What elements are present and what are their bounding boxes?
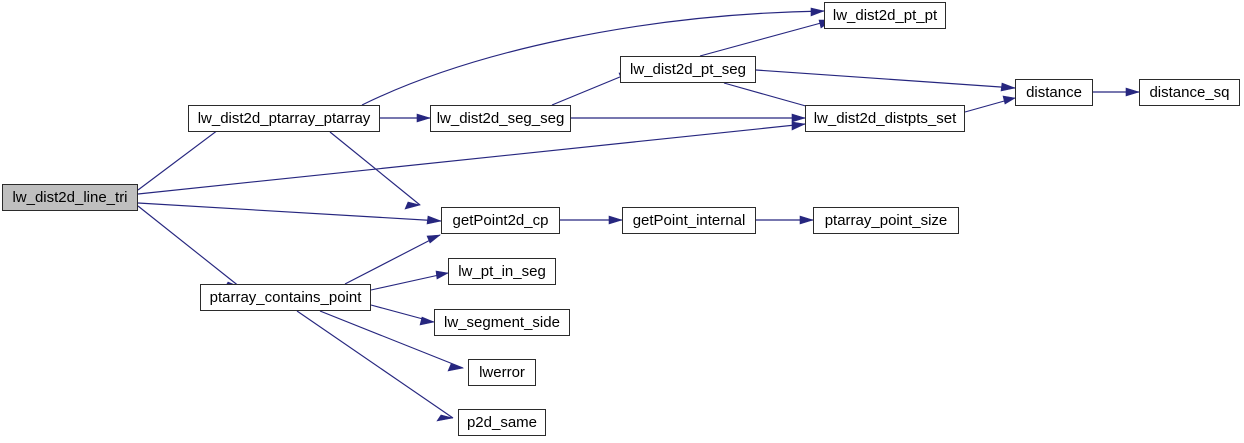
edge-arrow-icon <box>419 316 436 326</box>
graph-edge <box>571 113 807 123</box>
edge-arrow-icon <box>447 363 465 372</box>
graph-edge <box>361 7 826 106</box>
edge-line <box>296 310 454 419</box>
graph-node-label: distance <box>1026 84 1082 101</box>
graph-node-label: lwerror <box>479 364 525 381</box>
graph-node-label: getPoint_internal <box>632 212 746 229</box>
graph-node-label: lw_dist2d_line_tri <box>12 189 128 206</box>
edge-line <box>723 82 821 111</box>
graph-edge <box>964 95 1016 113</box>
graph-node-lw_dist2d_distpts_set[interactable]: lw_dist2d_distpts_set <box>805 105 965 132</box>
graph-node-lw_segment_side[interactable]: lw_segment_side <box>434 309 570 336</box>
graph-node-distance_sq[interactable]: distance_sq <box>1139 79 1240 106</box>
graph-node-ptarray_contains_point[interactable]: ptarray_contains_point <box>200 284 371 311</box>
edge-arrow-icon <box>1002 95 1016 105</box>
edge-arrow-icon <box>608 215 624 225</box>
edge-arrow-icon <box>404 201 422 210</box>
graph-node-label: lw_pt_in_seg <box>458 263 546 280</box>
edge-arrow-icon <box>436 414 454 422</box>
edge-arrow-icon <box>791 113 807 123</box>
edge-line <box>361 10 825 106</box>
edge-line <box>755 69 1016 89</box>
graph-edge <box>137 121 807 195</box>
graph-node-lw_pt_in_seg[interactable]: lw_pt_in_seg <box>448 258 556 285</box>
graph-node-p2d_same[interactable]: p2d_same <box>458 409 546 436</box>
edge-line <box>137 123 806 195</box>
graph-node-label: lw_dist2d_pt_pt <box>832 7 938 24</box>
graph-edge <box>560 215 624 225</box>
graph-edge <box>380 113 432 123</box>
graph-node-getPoint2d_cp[interactable]: getPoint2d_cp <box>441 207 560 234</box>
graph-edge <box>296 310 454 422</box>
graph-node-distance[interactable]: distance <box>1015 79 1093 106</box>
graph-node-lwerror[interactable]: lwerror <box>468 359 536 386</box>
graph-node-label: ptarray_point_size <box>824 212 948 229</box>
graph-node-lw_dist2d_ptarray_ptarray[interactable]: lw_dist2d_ptarray_ptarray <box>188 105 380 132</box>
graph-edge <box>755 69 1017 92</box>
edge-arrow-icon <box>799 215 815 225</box>
edge-arrow-icon <box>810 7 826 17</box>
edge-arrow-icon <box>426 215 443 225</box>
edge-line <box>329 131 421 206</box>
edge-arrow-icon <box>426 234 441 244</box>
edge-arrow-icon <box>1125 87 1141 97</box>
graph-node-label: distance_sq <box>1149 84 1230 101</box>
edge-line <box>319 310 464 369</box>
edge-line <box>137 205 241 288</box>
graph-edge <box>137 205 242 290</box>
graph-edge <box>137 202 443 225</box>
graph-edge <box>370 270 449 291</box>
graph-edge <box>756 215 815 225</box>
graph-node-lw_dist2d_line_tri[interactable]: lw_dist2d_line_tri <box>2 184 138 211</box>
graph-edge <box>1093 87 1141 97</box>
graph-edge <box>319 310 465 372</box>
edge-arrow-icon <box>416 113 432 123</box>
graph-edge <box>344 234 441 285</box>
edge-line <box>344 234 441 285</box>
graph-node-getPoint_internal[interactable]: getPoint_internal <box>622 207 756 234</box>
graph-node-lw_dist2d_pt_seg[interactable]: lw_dist2d_pt_seg <box>620 56 756 83</box>
edge-arrow-icon <box>1000 82 1017 92</box>
edge-arrow-icon <box>791 121 807 131</box>
edge-line <box>370 272 449 291</box>
graph-node-label: lw_segment_side <box>444 314 560 331</box>
graph-node-label: lw_dist2d_ptarray_ptarray <box>197 110 371 127</box>
graph-edge <box>370 304 436 326</box>
graph-node-ptarray_point_size[interactable]: ptarray_point_size <box>813 207 959 234</box>
graph-node-lw_dist2d_seg_seg[interactable]: lw_dist2d_seg_seg <box>430 105 571 132</box>
graph-node-label: lw_dist2d_distpts_set <box>813 110 957 127</box>
edge-line <box>699 19 833 57</box>
graph-node-lw_dist2d_pt_pt[interactable]: lw_dist2d_pt_pt <box>824 2 946 29</box>
graph-node-label: p2d_same <box>466 414 538 431</box>
graph-node-label: getPoint2d_cp <box>452 212 549 229</box>
edge-arrow-icon <box>435 270 449 280</box>
edge-line <box>137 202 442 222</box>
graph-edge <box>699 19 833 57</box>
graph-node-label: lw_dist2d_seg_seg <box>436 110 565 127</box>
graph-node-label: lw_dist2d_pt_seg <box>630 61 746 78</box>
graph-node-label: ptarray_contains_point <box>209 289 362 306</box>
edge-line <box>551 71 633 106</box>
graph-edge <box>329 131 422 210</box>
